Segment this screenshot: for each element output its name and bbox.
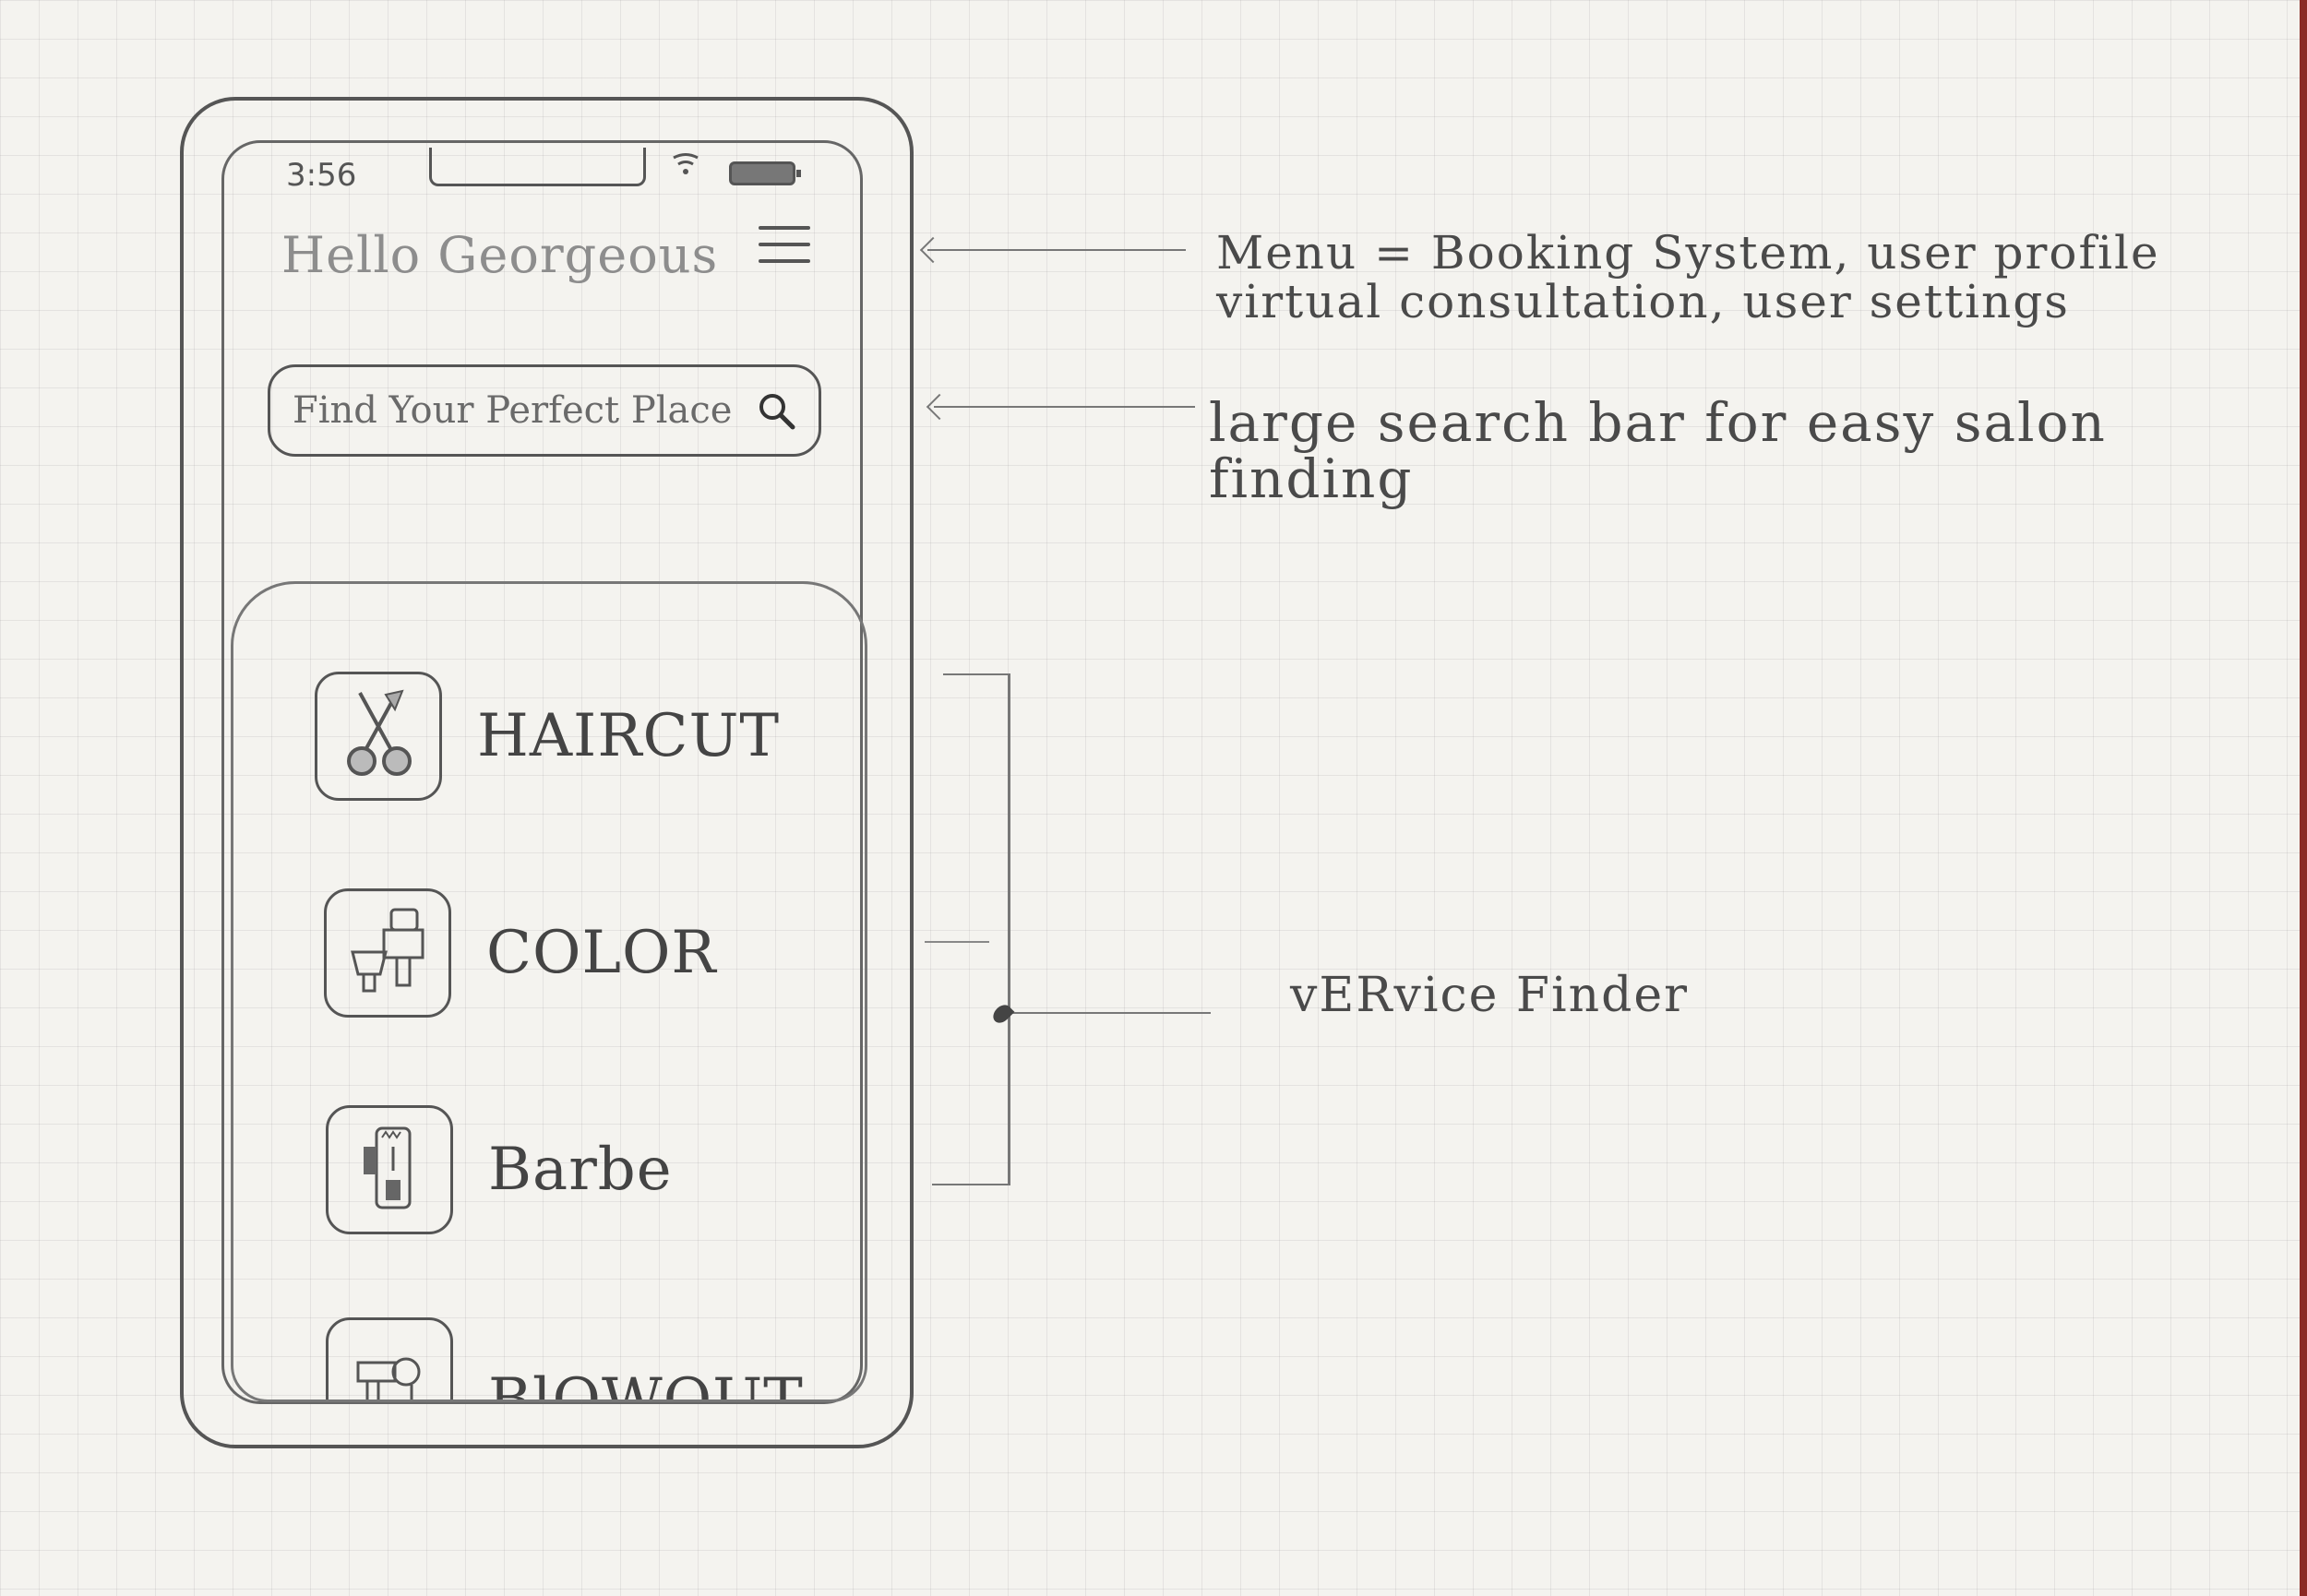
service-bracket: [932, 673, 1010, 1185]
menu-annotation-line: Menu = Booking System, user profile: [1216, 226, 2160, 280]
service-label: Barbe: [488, 1136, 673, 1204]
menu-annotation-arrow: [919, 236, 1186, 264]
search-annotation: large search bar for easy salon finding: [1209, 395, 2242, 507]
phone-frame: [180, 97, 914, 1448]
menu-annotation: Menu = Booking System, user profile virt…: [1216, 229, 2222, 326]
service-blowout[interactable]: BlOWOUT: [326, 1317, 804, 1402]
menu-annotation-line: virtual consultation, user settings: [1216, 274, 2070, 328]
scissors-icon: [315, 672, 442, 801]
service-label: COLOR: [486, 919, 717, 987]
hair-dye-icon: [324, 888, 451, 1018]
service-annotation-arrow: [1008, 1012, 1211, 1014]
hamburger-menu-icon[interactable]: [759, 226, 810, 270]
phone-notch: [429, 148, 646, 186]
status-time: 3:56: [286, 157, 357, 194]
battery-icon: [729, 161, 801, 185]
search-placeholder: Find Your Perfect Place: [293, 389, 733, 432]
service-finder-card: HAIRCUT COLOR Barbe: [231, 581, 867, 1402]
service-haircut[interactable]: HAIRCUT: [315, 672, 780, 801]
notebook-edge: [2300, 0, 2307, 1596]
service-bracket-tick: [925, 941, 989, 943]
wifi-icon: [673, 153, 699, 174]
service-barber[interactable]: Barbe: [326, 1105, 673, 1234]
search-annotation-arrow: [926, 393, 1195, 421]
search-bar[interactable]: Find Your Perfect Place: [268, 364, 821, 457]
service-finder-annotation: vERvice Finder: [1290, 968, 1690, 1023]
search-annotation-line: finding: [1209, 447, 1414, 510]
barber-clipper-icon: [326, 1105, 453, 1234]
hair-dryer-icon: [326, 1317, 453, 1399]
greeting-title: Hello Georgeous: [281, 226, 719, 284]
phone-screen: [221, 140, 863, 1404]
service-label: BlOWOUT: [488, 1366, 804, 1402]
search-annotation-line: large search bar for easy salon: [1209, 391, 2107, 454]
service-color[interactable]: COLOR: [324, 888, 717, 1018]
search-icon[interactable]: [756, 390, 796, 431]
service-label: HAIRCUT: [477, 702, 781, 770]
